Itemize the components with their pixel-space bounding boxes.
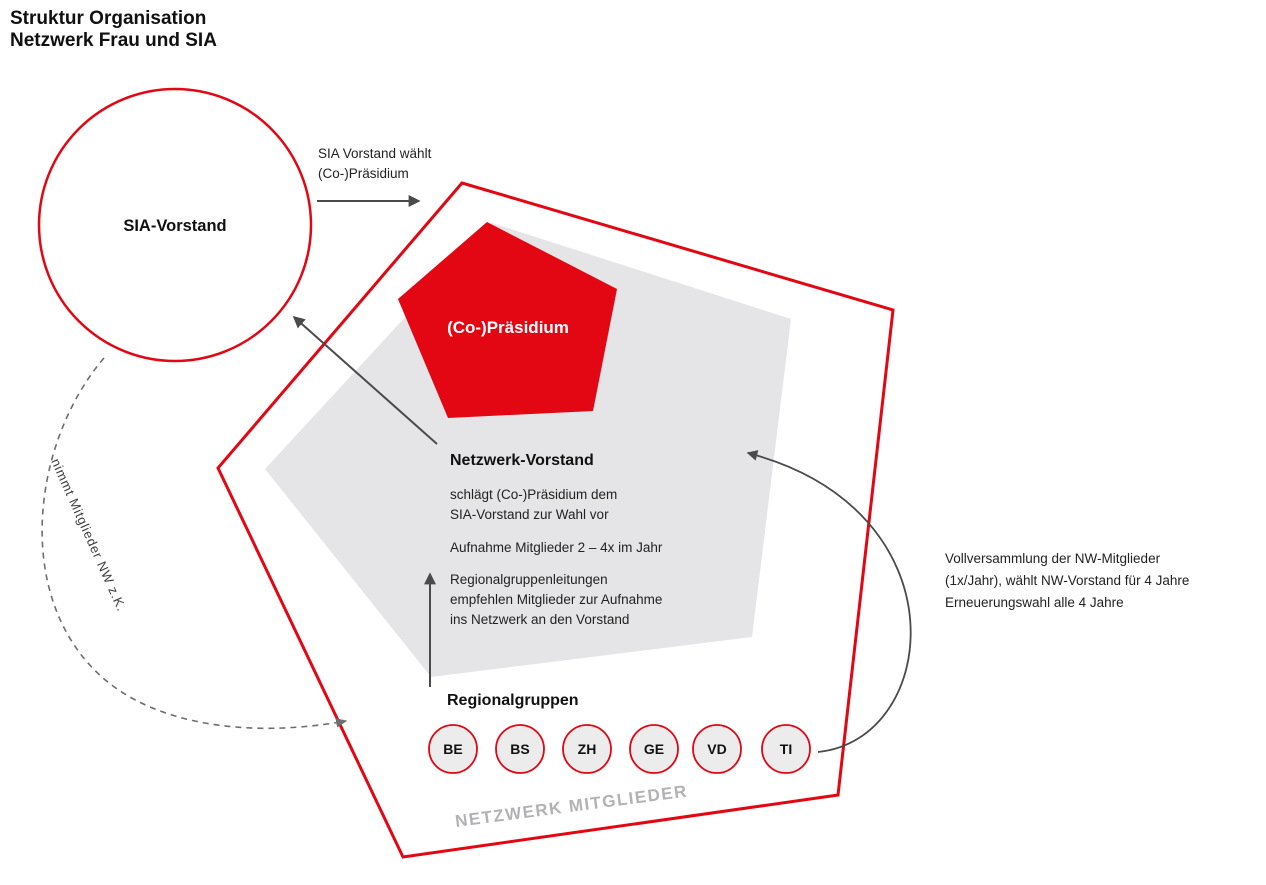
region-group-ge: GE bbox=[629, 724, 679, 774]
nimmt-mitglieder-label: nimmt Mitglieder NW z.K. bbox=[48, 456, 129, 614]
region-circle-ti bbox=[761, 724, 811, 774]
region-label-ti: TI bbox=[780, 741, 792, 757]
sia-vorstand-label: SIA-Vorstand bbox=[123, 217, 226, 235]
page-title-line2: Netzwerk Frau und SIA bbox=[10, 30, 217, 51]
arrow-nimmt-mitglieder bbox=[41, 357, 348, 730]
region-group-be: BE bbox=[428, 724, 478, 774]
region-group-zh: ZH bbox=[562, 724, 612, 774]
region-group-vd: VD bbox=[692, 724, 742, 774]
sia-waehlt-label-line1: SIA Vorstand wählt bbox=[318, 146, 432, 161]
region-label-ge: GE bbox=[644, 741, 664, 757]
page-title-line1: Struktur Organisation bbox=[10, 8, 206, 29]
region-label-be: BE bbox=[443, 741, 462, 757]
region-group-ti: TI bbox=[761, 724, 811, 774]
arrow-vorschlag-an-sia bbox=[292, 315, 438, 445]
netzwerk-vorstand-pentagon bbox=[265, 223, 791, 677]
region-circle-be bbox=[428, 724, 478, 774]
region-label-zh: ZH bbox=[578, 741, 597, 757]
region-circle-ge bbox=[629, 724, 679, 774]
arrow-vollversammlung bbox=[746, 450, 912, 753]
vollversammlung-line2: (1x/Jahr), wählt NW-Vorstand für 4 Jahre bbox=[945, 573, 1189, 588]
region-circle-zh bbox=[562, 724, 612, 774]
regionalgruppen-heading: Regionalgruppen bbox=[447, 692, 579, 709]
vollversammlung-line1: Vollversammlung der NW-Mitglieder bbox=[945, 551, 1161, 566]
co-praesidium-label: (Co-)Präsidium bbox=[447, 318, 569, 337]
region-circle-bs bbox=[495, 724, 545, 774]
netzwerk-vorstand-heading: Netzwerk-Vorstand bbox=[450, 452, 594, 469]
sia-waehlt-label-line2: (Co-)Präsidium bbox=[318, 166, 409, 181]
region-label-vd: VD bbox=[707, 741, 726, 757]
co-praesidium-pentagon bbox=[398, 222, 617, 418]
nv-para2: Aufnahme Mitglieder 2 – 4x im Jahr bbox=[450, 540, 663, 555]
nv-para1-line1: schlägt (Co-)Präsidium dem bbox=[450, 487, 617, 502]
nv-para3-line1: Regionalgruppenleitungen bbox=[450, 572, 608, 587]
nv-para3-line2: empfehlen Mitglieder zur Aufnahme bbox=[450, 592, 662, 607]
region-group-bs: BS bbox=[495, 724, 545, 774]
nv-para1-line2: SIA-Vorstand zur Wahl vor bbox=[450, 507, 609, 522]
region-circle-vd bbox=[692, 724, 742, 774]
sia-vorstand-circle bbox=[37, 87, 313, 363]
nv-para3-line3: ins Netzwerk an den Vorstand bbox=[450, 612, 629, 627]
vollversammlung-line3: Erneuerungswahl alle 4 Jahre bbox=[945, 595, 1124, 610]
region-label-bs: BS bbox=[510, 741, 529, 757]
